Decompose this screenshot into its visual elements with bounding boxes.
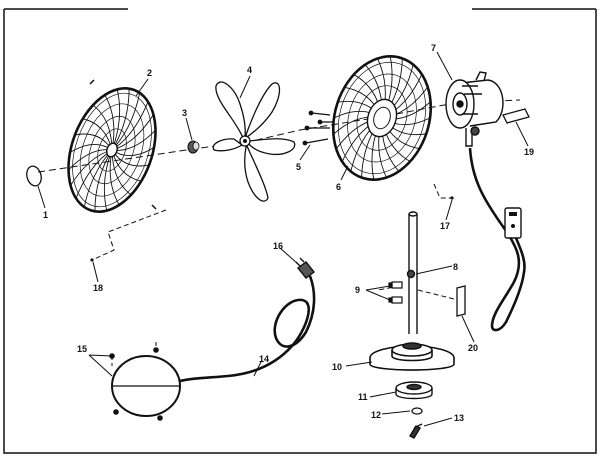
label-part-6: 6 xyxy=(336,182,341,192)
part-11-base-hub xyxy=(395,381,433,400)
frame-border xyxy=(3,8,597,454)
part-18-bolt-path xyxy=(91,209,167,261)
part-4-fan-blade xyxy=(212,81,296,202)
part-9-pole-bolts xyxy=(388,281,403,304)
label-part-20: 20 xyxy=(468,343,478,353)
part-13-base-bolt xyxy=(409,423,423,439)
label-part-14: 14 xyxy=(259,354,269,364)
part-7-motor xyxy=(445,71,504,147)
part-19-label xyxy=(502,108,530,124)
label-part-18: 18 xyxy=(93,283,103,293)
motor-cord xyxy=(468,147,526,332)
label-part-3: 3 xyxy=(182,108,187,118)
part-12-washer xyxy=(411,407,423,415)
label-part-17: 17 xyxy=(440,221,450,231)
label-part-15: 15 xyxy=(77,344,87,354)
part-17-bolt-path xyxy=(433,183,452,199)
grille-bottom-clip xyxy=(89,79,157,210)
part-14-power-cord xyxy=(175,275,316,384)
part-15-cord-hoop xyxy=(109,347,181,421)
label-part-2: 2 xyxy=(147,68,152,78)
part-2-front-grille xyxy=(66,85,158,215)
part-10-base xyxy=(369,342,455,371)
leader-lines xyxy=(37,51,529,427)
label-part-13: 13 xyxy=(454,413,464,423)
label-part-1: 1 xyxy=(43,210,48,220)
remote-switch xyxy=(504,207,522,239)
part-1-cap xyxy=(26,165,42,187)
part-15-dashed xyxy=(111,342,157,366)
part-8-pole xyxy=(406,211,418,334)
part-5-screws xyxy=(302,110,334,146)
label-part-16: 16 xyxy=(273,241,283,251)
part-16-plug xyxy=(295,257,315,279)
part-labels: 1 2 3 4 5 6 7 8 9 10 11 12 13 14 15 16 1… xyxy=(43,43,534,423)
label-part-11: 11 xyxy=(358,392,368,402)
label-part-10: 10 xyxy=(332,362,342,372)
label-part-19: 19 xyxy=(524,147,534,157)
part-18-bolt xyxy=(90,258,94,262)
label-part-8: 8 xyxy=(453,262,458,272)
label-part-9: 9 xyxy=(355,285,360,295)
part-6-rear-grille xyxy=(330,53,434,183)
label-part-4: 4 xyxy=(247,65,252,75)
part-20-cover xyxy=(456,285,466,317)
label-part-5: 5 xyxy=(296,162,301,172)
label-part-12: 12 xyxy=(371,410,381,420)
label-part-7: 7 xyxy=(431,43,436,53)
part-3-spinner-nut xyxy=(187,140,200,154)
part-17-bolt xyxy=(450,196,454,200)
